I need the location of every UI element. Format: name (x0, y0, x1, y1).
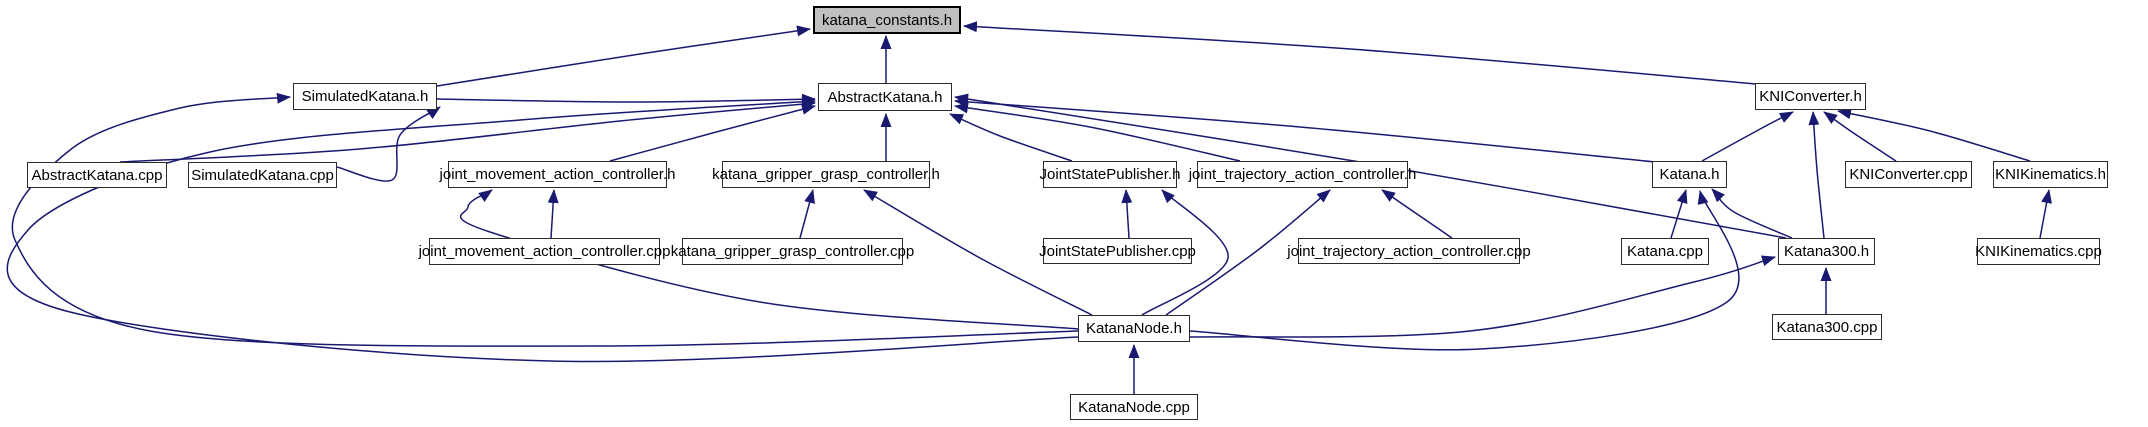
graph-node-label: joint_movement_action_controller.cpp (418, 243, 671, 260)
edge-KatanaNode-h--katana_gripper_grasp_controller-h (863, 189, 1093, 316)
graph-node-label: joint_movement_action_controller.h (439, 166, 676, 183)
edge-KNIConverter-cpp--KNIConverter-h (1823, 111, 1897, 162)
edge-KNIConverter-h--katana_constants-h (963, 21, 1758, 85)
edge-KatanaNode-h--Katana300-h (1189, 255, 1776, 338)
graph-node-KNIKinematics-cpp[interactable]: KNIKinematics.cpp (1975, 238, 2102, 265)
graph-node-KNIConverter-h[interactable]: KNIConverter.h (1755, 83, 1866, 110)
edge-Katana-h--KNIConverter-h (1701, 111, 1794, 162)
graph-node-label: KNIConverter.h (1759, 88, 1862, 105)
graph-node-Katana-cpp[interactable]: Katana.cpp (1621, 238, 1709, 265)
edge-katana_gripper_grasp_controller-cpp--katana_gripper_grasp_controller-h (799, 189, 815, 239)
graph-node-label: JointStatePublisher.cpp (1039, 242, 1196, 260)
edge-KatanaNode-h--AbstractKatana-h (6, 96, 1079, 363)
graph-node-Katana-h[interactable]: Katana.h (1652, 161, 1727, 188)
edge-joint_movement_action_controller-cpp--joint_movement_action_controller-h (547, 189, 559, 239)
graph-node-katana_gripper_grasp_controller-h[interactable]: katana_gripper_grasp_controller.h (712, 161, 940, 188)
edge-KNIKinematics-h--KNIConverter-h (1837, 108, 2031, 162)
graph-node-katana_constants-h[interactable]: katana_constants.h (813, 6, 961, 34)
edge-SimulatedKatana-cpp--SimulatedKatana-h (336, 106, 441, 182)
graph-node-KatanaNode-cpp[interactable]: KatanaNode.cpp (1070, 394, 1198, 420)
graph-node-KatanaNode-h[interactable]: KatanaNode.h (1078, 315, 1190, 342)
graph-node-AbstractKatana-h[interactable]: AbstractKatana.h (818, 83, 952, 111)
include-edges (6, 21, 2053, 394)
graph-node-label: KNIKinematics.cpp (1975, 243, 2102, 260)
graph-node-Katana300-h[interactable]: Katana300.h (1778, 238, 1875, 265)
graph-node-label: Katana.h (1659, 166, 1720, 183)
graph-node-joint_movement_action_controller-h[interactable]: joint_movement_action_controller.h (440, 161, 676, 188)
graph-node-label: joint_trajectory_action_controller.h (1188, 166, 1417, 183)
graph-node-joint_trajectory_action_controller-h[interactable]: joint_trajectory_action_controller.h (1189, 161, 1416, 188)
edge-AbstractKatana-cpp--AbstractKatana-h (119, 98, 816, 163)
graph-node-AbstractKatana-cpp[interactable]: AbstractKatana.cpp (27, 162, 167, 188)
edge-SimulatedKatana-h--katana_constants-h (436, 25, 811, 87)
graph-node-JointStatePublisher-cpp[interactable]: JointStatePublisher.cpp (1039, 238, 1196, 264)
graph-node-label: katana_constants.h (821, 11, 953, 29)
graph-node-label: SimulatedKatana.h (301, 88, 429, 105)
graph-node-joint_trajectory_action_controller-cpp[interactable]: joint_trajectory_action_controller.cpp (1287, 238, 1531, 264)
graph-node-label: Katana300.h (1783, 243, 1870, 260)
graph-node-SimulatedKatana-h[interactable]: SimulatedKatana.h (293, 83, 437, 110)
edge-Katana300-h--KNIConverter-h (1808, 111, 1825, 239)
edge-JointStatePublisher-cpp--JointStatePublisher-h (1121, 189, 1133, 239)
graph-node-JointStatePublisher-h[interactable]: JointStatePublisher.h (1040, 161, 1180, 188)
edge-Katana-cpp--Katana-h (1670, 189, 1688, 239)
graph-node-KNIConverter-cpp[interactable]: KNIConverter.cpp (1845, 161, 1972, 188)
graph-node-label: joint_trajectory_action_controller.cpp (1287, 242, 1531, 260)
graph-node-label: KNIConverter.cpp (1849, 166, 1968, 183)
graph-node-SimulatedKatana-cpp[interactable]: SimulatedKatana.cpp (188, 162, 337, 188)
graph-node-label: JointStatePublisher.h (1039, 166, 1181, 183)
graph-node-joint_movement_action_controller-cpp[interactable]: joint_movement_action_controller.cpp (419, 238, 670, 265)
edge-KNIKinematics-cpp--KNIKinematics-h (2039, 189, 2053, 239)
graph-node-KNIKinematics-h[interactable]: KNIKinematics.h (1993, 161, 2108, 188)
edge-joint_trajectory_action_controller-cpp--joint_trajectory_action_controller-h (1381, 189, 1453, 239)
edge-joint_movement_action_controller-h--AbstractKatana-h (609, 103, 816, 162)
graph-node-label: KatanaNode.h (1086, 320, 1182, 337)
graph-node-label: KNIKinematics.h (1995, 166, 2106, 183)
edge-JointStatePublisher-h--AbstractKatana-h (949, 113, 1073, 162)
graph-node-label: Katana.cpp (1627, 243, 1703, 260)
graph-node-katana_gripper_grasp_controller-cpp[interactable]: katana_gripper_grasp_controller.cpp (671, 238, 914, 265)
edge-Katana-h--AbstractKatana-h (954, 96, 1656, 163)
edge-KatanaNode-h--Katana-h (1189, 190, 1740, 351)
graph-node-label: katana_gripper_grasp_controller.cpp (670, 243, 915, 260)
edge-joint_trajectory_action_controller-h--AbstractKatana-h (954, 102, 1241, 162)
graph-node-label: Katana300.cpp (1776, 318, 1878, 336)
edge-KatanaNode-h--joint_trajectory_action_controller-h (1165, 189, 1331, 316)
graph-node-label: SimulatedKatana.cpp (191, 166, 334, 184)
graph-node-label: AbstractKatana.h (827, 88, 943, 106)
edge-SimulatedKatana-h--AbstractKatana-h (436, 93, 816, 105)
graph-node-label: KatanaNode.cpp (1078, 398, 1190, 416)
graph-node-label: AbstractKatana.cpp (31, 166, 163, 184)
edge-KatanaNode-h--JointStatePublisher-h (1141, 189, 1229, 316)
edge-KatanaNode-h--SimulatedKatana-h (11, 92, 1079, 347)
graph-node-label: katana_gripper_grasp_controller.h (712, 166, 940, 183)
graph-node-Katana300-cpp[interactable]: Katana300.cpp (1772, 314, 1882, 340)
edge-Katana300-h--Katana-h (1711, 188, 1793, 239)
